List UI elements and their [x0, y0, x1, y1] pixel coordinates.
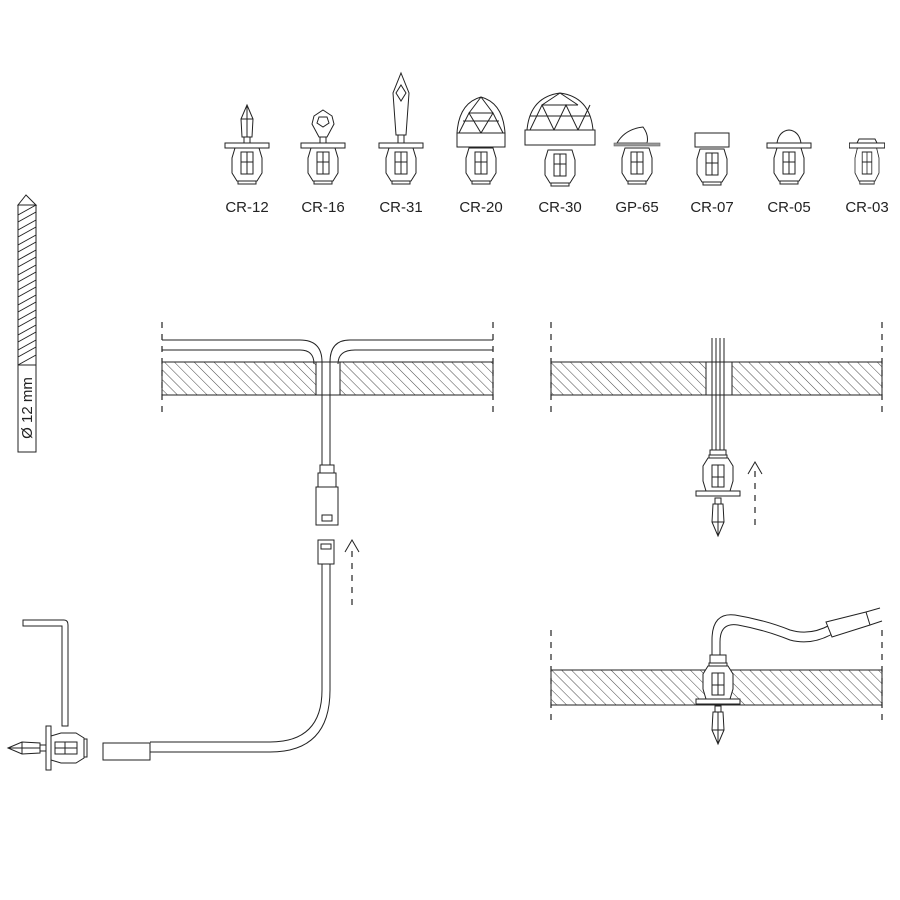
product-label: CR-05 — [767, 199, 810, 216]
product-label: CR-31 — [379, 199, 422, 216]
drill-bit-icon — [16, 194, 38, 453]
product-label: CR-12 — [225, 199, 268, 216]
product-label: GP-65 — [615, 199, 658, 216]
product-label: CR-16 — [301, 199, 344, 216]
product-cr-12 — [224, 104, 270, 185]
product-cr-16 — [300, 109, 346, 185]
ceiling-panel-left — [161, 322, 494, 526]
product-cr-31 — [378, 71, 424, 185]
product-label: CR-20 — [459, 199, 502, 216]
product-cr-05 — [766, 129, 812, 185]
fixture-side-view — [7, 725, 88, 771]
product-gp-65 — [613, 126, 661, 185]
product-cr-20 — [456, 96, 506, 185]
arrow-head-icon — [747, 461, 763, 475]
product-label: CR-07 — [690, 199, 733, 216]
power-cable — [102, 539, 335, 761]
product-cr-30 — [524, 92, 596, 187]
product-cr-03 — [848, 138, 886, 185]
arrow-head-icon — [344, 539, 360, 553]
product-cr-07 — [694, 132, 730, 186]
product-label: CR-03 — [845, 199, 888, 216]
ceiling-panel-right-top — [550, 322, 883, 537]
product-label: CR-30 — [538, 199, 581, 216]
drill-diameter-label: Ø 12 mm — [19, 377, 36, 439]
ceiling-panel-right-bottom — [550, 607, 883, 745]
allen-key-icon — [22, 619, 69, 727]
